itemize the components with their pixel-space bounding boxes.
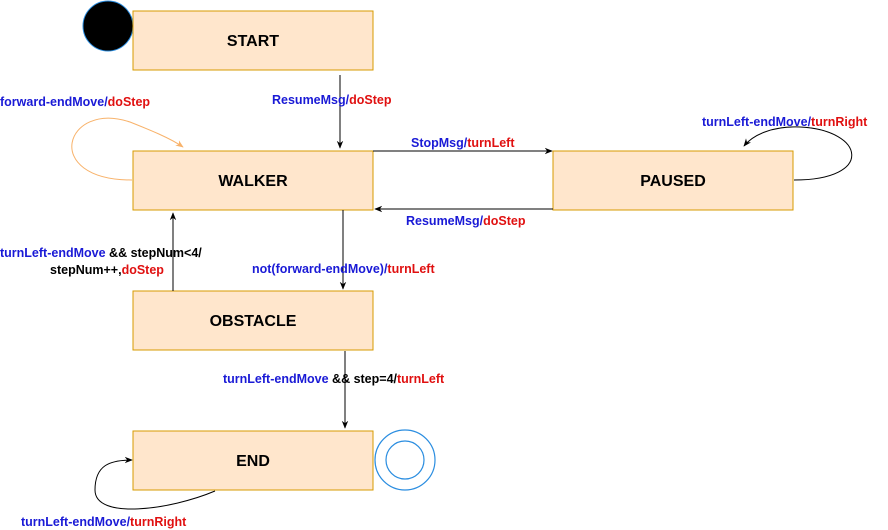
label-start-to-walker: ResumeMsg/doStep (272, 93, 392, 107)
state-obstacle-label: OBSTACLE (210, 313, 297, 330)
state-paused[interactable]: PAUSED (552, 150, 794, 211)
label-paused-to-walker: ResumeMsg/doStep (406, 214, 526, 228)
label-obstacle-to-end: turnLeft-endMove && step=4/turnLeft (223, 372, 445, 386)
state-start[interactable]: START (132, 10, 374, 71)
final-state-marker (374, 429, 436, 491)
label-end-self-loop: turnLeft-endMove/turnRight (21, 515, 187, 529)
label-paused-self-loop: turnLeft-endMove/turnRight (702, 115, 868, 129)
label-walker-self-loop: forward-endMove/doStep (0, 95, 150, 109)
state-obstacle[interactable]: OBSTACLE (132, 290, 374, 351)
state-walker[interactable]: WALKER (132, 150, 374, 211)
label-walker-to-obstacle: not(forward-endMove)/turnLeft (252, 262, 435, 276)
label-walker-to-paused: StopMsg/turnLeft (411, 136, 515, 150)
initial-state-marker (82, 0, 134, 52)
state-paused-label: PAUSED (640, 173, 706, 190)
edge-end-self-loop (94, 456, 216, 510)
label-obstacle-to-walker-line1: turnLeft-endMove && stepNum<4/ (0, 246, 202, 260)
state-end-label: END (236, 453, 270, 470)
label-obstacle-to-walker-line2: stepNum++,doStep (50, 263, 164, 277)
state-start-label: START (227, 33, 279, 50)
edge-walker-self-loop (71, 117, 184, 181)
edge-paused-self-loop (743, 126, 853, 181)
state-walker-label: WALKER (218, 173, 288, 190)
state-end[interactable]: END (132, 430, 374, 491)
